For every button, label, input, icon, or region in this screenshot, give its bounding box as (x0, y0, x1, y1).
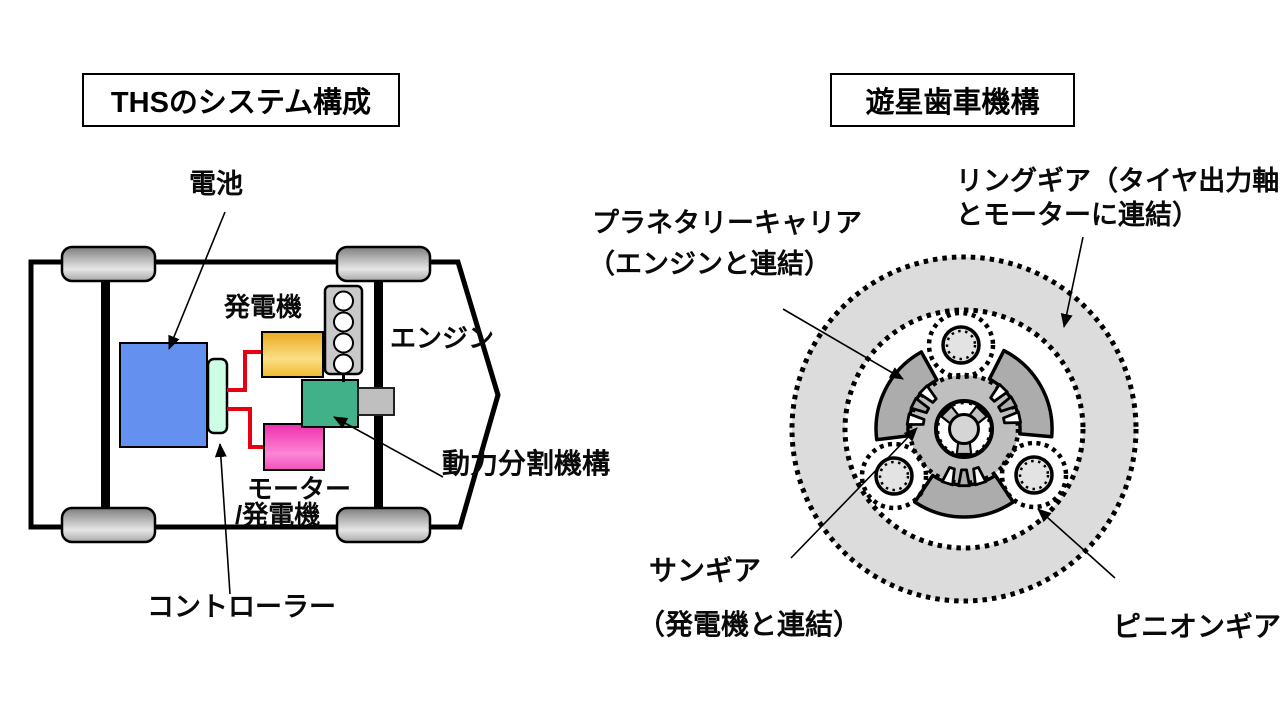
sun-gear-shaft (948, 413, 980, 445)
cylinder-3 (333, 332, 354, 354)
pinion-gear-label: ピニオンギア (1113, 611, 1280, 642)
carrier-label-line2: （エンジンと連結） (588, 249, 831, 279)
engine-label: エンジン (390, 323, 495, 353)
power-split-box (301, 379, 359, 428)
power-split-arrow (333, 416, 444, 478)
generator-label: 発電機 (224, 292, 303, 322)
car-chassis-diagram (28, 211, 501, 595)
battery-label: 電池 (189, 169, 243, 199)
cylinder-4 (333, 353, 354, 375)
carrier-teeth (905, 383, 1022, 488)
front-axle (101, 263, 110, 525)
planetary-gear-diagram (782, 236, 1139, 604)
ring-gear-label-line2: とモーターに連結） (956, 200, 1199, 230)
wire-controller-motor (227, 407, 265, 449)
motor-generator-label-line2: /発電機 (235, 500, 321, 530)
cylinder-2 (333, 311, 354, 333)
power-split-label: 動力分割機構 (442, 448, 611, 479)
generator-box (261, 331, 324, 378)
motor-generator-label-line1: モーター (247, 474, 352, 504)
pinion-gear-right (999, 440, 1069, 510)
carrier-label-line1: プラネタリーキャリア (592, 208, 862, 238)
wire-controller-generator (227, 350, 261, 392)
left-callout-arrows (168, 211, 444, 595)
sun-gear (934, 399, 994, 459)
cylinder-1 (333, 290, 354, 312)
controller-box (206, 357, 229, 435)
wheel-rear-left (335, 245, 432, 283)
right-panel-title: 遊星歯車機構 (830, 73, 1075, 127)
pinion-arrow (1037, 508, 1116, 579)
right-callout-arrows (782, 236, 1116, 579)
carrier-arrow (782, 308, 904, 380)
sun-gear-arrow (790, 427, 918, 559)
sun-gear-label-line2: （発電機と連結） (637, 609, 862, 640)
battery-arrow (168, 211, 226, 350)
wheel-front-right (60, 506, 157, 544)
ring-gear-label-line1: リングギア（タイヤ出力軸 (956, 166, 1280, 196)
controller-label: コントローラー (147, 592, 336, 622)
controller-arrow (214, 443, 231, 595)
sun-gear-label-line1: サンギア (649, 555, 762, 586)
engine-block (323, 284, 364, 382)
ring-gear-arrow (1060, 236, 1084, 328)
motor-generator-box (263, 423, 325, 471)
wheel-rear-right (335, 506, 432, 544)
wheel-front-left (60, 245, 157, 283)
pinion-gear-left (859, 441, 929, 511)
output-shaft-connector (357, 387, 395, 416)
battery-box (119, 342, 208, 448)
pinion-gear-top (926, 310, 996, 380)
left-panel-title: THSのシステム構成 (82, 73, 400, 127)
